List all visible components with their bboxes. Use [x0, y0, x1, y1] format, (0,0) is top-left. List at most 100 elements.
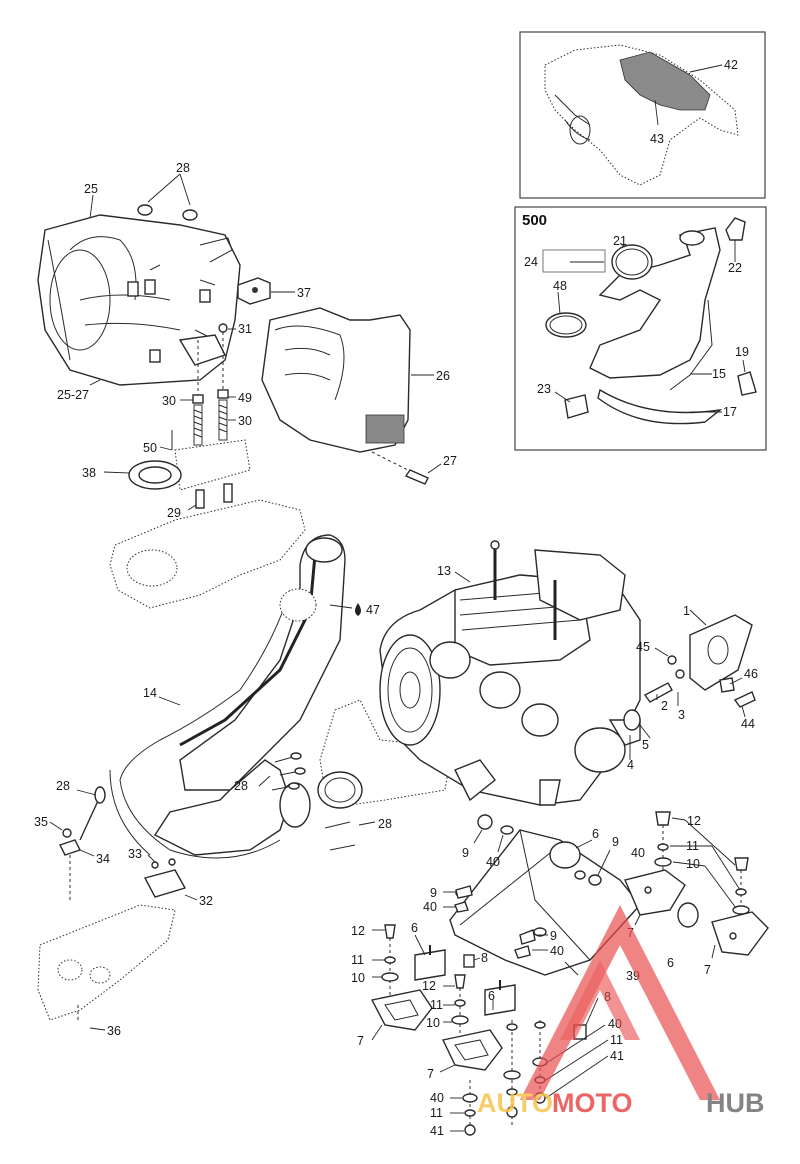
callout-19: 19: [735, 345, 749, 359]
callout-41-b: 41: [430, 1124, 444, 1138]
callout-9-c: 9: [430, 886, 437, 900]
callout-11-e: 11: [610, 1033, 623, 1047]
callout-33: 33: [128, 847, 142, 861]
callout-11-a: 11: [686, 839, 699, 853]
callout-43: 43: [650, 132, 664, 146]
left-bracket-32: [37, 858, 187, 1022]
watermark-moto: MOTO: [552, 1088, 633, 1118]
tuned-pipe-14: [109, 534, 346, 859]
callout-37: 37: [297, 286, 311, 300]
callout-14: 14: [143, 686, 157, 700]
callout-10-b: 10: [351, 971, 365, 985]
callout-50: 50: [143, 441, 157, 455]
callout-28-left: 28: [56, 779, 70, 793]
callout-49: 49: [238, 391, 252, 405]
callout-45: 45: [636, 640, 650, 654]
callout-10-a: 10: [686, 857, 700, 871]
callout-9-d: 9: [550, 929, 557, 943]
callout-30-left: 30: [162, 394, 176, 408]
air-silencer-drawing: [37, 204, 241, 386]
callout-46: 46: [744, 667, 758, 681]
callout-41-a: 41: [610, 1049, 624, 1063]
callout-3: 3: [678, 708, 685, 722]
callout-7-c: 7: [357, 1034, 364, 1048]
callout-5: 5: [642, 738, 649, 752]
callout-26: 26: [436, 369, 450, 383]
callout-35: 35: [34, 815, 48, 829]
callout-36: 36: [107, 1024, 121, 1038]
callout-9-a: 9: [462, 846, 469, 860]
callout-48: 48: [553, 279, 567, 293]
callout-9-b: 9: [612, 835, 619, 849]
callout-6-b: 6: [667, 956, 674, 970]
callout-1: 1: [683, 604, 690, 618]
callout-25: 25: [84, 182, 98, 196]
callout-31: 31: [238, 322, 252, 336]
right-engine-mounts: [624, 869, 769, 956]
center-washers: [454, 885, 536, 959]
screw-27: [371, 451, 429, 485]
exhaust-manifold: [317, 699, 451, 809]
callout-2: 2: [661, 699, 668, 713]
left-engine-mounts: [370, 924, 516, 1071]
callout-12-b: 12: [351, 924, 365, 938]
placeholder-box-24: [542, 249, 606, 273]
engine-13: [379, 540, 641, 806]
callout-13: 13: [437, 564, 451, 578]
inset-500-title: 500: [522, 212, 547, 229]
spring-hook-34-35: [59, 786, 106, 900]
callout-6-a: 6: [592, 827, 599, 841]
springs-28: [271, 752, 356, 851]
callout-11-f: 11: [430, 1106, 443, 1120]
pipe-500-drawing: [545, 217, 757, 425]
callout-44: 44: [741, 717, 755, 731]
callout-28-top: 28: [176, 161, 190, 175]
callout-6-d: 6: [488, 989, 495, 1003]
sealant-drop-icon: [329, 603, 361, 616]
callout-4: 4: [627, 758, 634, 772]
callout-8-a: 8: [481, 951, 488, 965]
callout-25-27: 25-27: [57, 388, 89, 402]
automotohub-watermark: AUTO MOTO HUB: [477, 905, 765, 1118]
callout-47: 47: [366, 603, 380, 617]
callout-7-b: 7: [704, 963, 711, 977]
callout-40-a: 40: [486, 855, 500, 869]
callout-22: 22: [728, 261, 742, 275]
hood-liner-drawing: [544, 44, 739, 186]
rotax-plate-parts: [623, 614, 756, 731]
grommet-bracket: [128, 430, 251, 509]
right-fasteners: [654, 811, 750, 915]
callout-7-d: 7: [427, 1067, 434, 1081]
silencer-cover-26: [261, 307, 411, 453]
callout-12-c: 12: [422, 979, 436, 993]
callout-42: 42: [724, 58, 738, 72]
callout-11-b: 11: [351, 953, 364, 967]
callout-38: 38: [82, 466, 96, 480]
callout-21: 21: [613, 234, 627, 248]
callout-28-mid: 28: [234, 779, 248, 793]
callout-12-a: 12: [687, 814, 701, 828]
callout-6-c: 6: [411, 921, 418, 935]
watermark-auto: AUTO: [477, 1088, 553, 1118]
callout-24: 24: [524, 255, 538, 269]
callout-32: 32: [199, 894, 213, 908]
callout-17: 17: [723, 405, 737, 419]
callout-40-b: 40: [631, 846, 645, 860]
watermark-hub: HUB: [706, 1088, 765, 1118]
rubber-block-37: [237, 277, 271, 305]
callout-40-d: 40: [550, 944, 564, 958]
callout-40-f: 40: [430, 1091, 444, 1105]
engine-mount-frame: [449, 814, 641, 976]
callout-40-c: 40: [423, 900, 437, 914]
callout-29: 29: [167, 506, 181, 520]
callout-11-c: 11: [430, 998, 443, 1012]
callout-15: 15: [712, 367, 726, 381]
callout-30-right: 30: [238, 414, 252, 428]
callout-10-c: 10: [426, 1016, 440, 1030]
callout-23: 23: [537, 382, 551, 396]
callout-28-right: 28: [378, 817, 392, 831]
callout-27: 27: [443, 454, 457, 468]
callout-34: 34: [96, 852, 110, 866]
